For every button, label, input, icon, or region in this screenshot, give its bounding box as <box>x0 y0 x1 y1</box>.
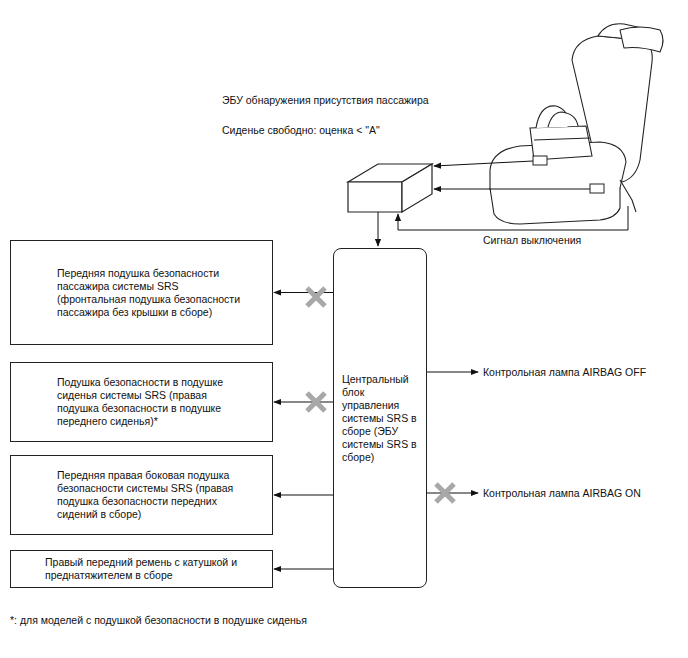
box-text: Подушка безопасности в подушке сиденья с… <box>57 376 250 428</box>
sensor <box>590 184 604 193</box>
connector-arrow <box>274 569 333 570</box>
ecu-label: ЭБУ обнаружения присутствия пассажира <box>222 94 429 107</box>
component-box: Передняя правая боковая подушка безопасн… <box>10 455 273 535</box>
occupant-ecu-box <box>348 164 432 212</box>
box-text: Передняя правая боковая подушка безопасн… <box>57 469 250 521</box>
seat-illustration <box>490 24 663 224</box>
ecu-to-srs-arrow <box>378 212 379 246</box>
lamp-name: Контрольная лампа AIRBAG ON <box>483 487 641 500</box>
srs-center-unit: Центральный блок управления системы SRS … <box>333 248 427 588</box>
signal-name: Сигнал выключения <box>483 234 581 247</box>
component-box: Подушка безопасности в подушке сиденья с… <box>10 362 273 442</box>
component-box: Передняя подушка безопасности пассажира … <box>10 240 273 345</box>
lamp-arrow <box>427 493 478 494</box>
signal-arrow <box>434 161 533 166</box>
lamp-arrow <box>427 372 478 373</box>
state-note: Сиденье свободно: оценка < "A" <box>222 124 380 137</box>
component-box: Правый передний ремень с катушкой и пред… <box>10 550 273 588</box>
off-signal-line <box>398 206 628 230</box>
signal-arrow <box>434 189 590 190</box>
sensor <box>533 156 547 165</box>
box-text: Правый передний ремень с катушкой и пред… <box>45 556 250 582</box>
bag-illustration <box>530 106 592 160</box>
footnote: *: для моделей с подушкой безопасности в… <box>10 614 307 627</box>
box-text: Передняя подушка безопасности пассажира … <box>57 267 250 319</box>
connector-arrow <box>274 402 333 403</box>
box-text: Центральный блок управления системы SRS … <box>342 373 420 464</box>
connector-arrow <box>274 495 333 496</box>
lamp-name: Контрольная лампа AIRBAG OFF <box>483 366 646 379</box>
